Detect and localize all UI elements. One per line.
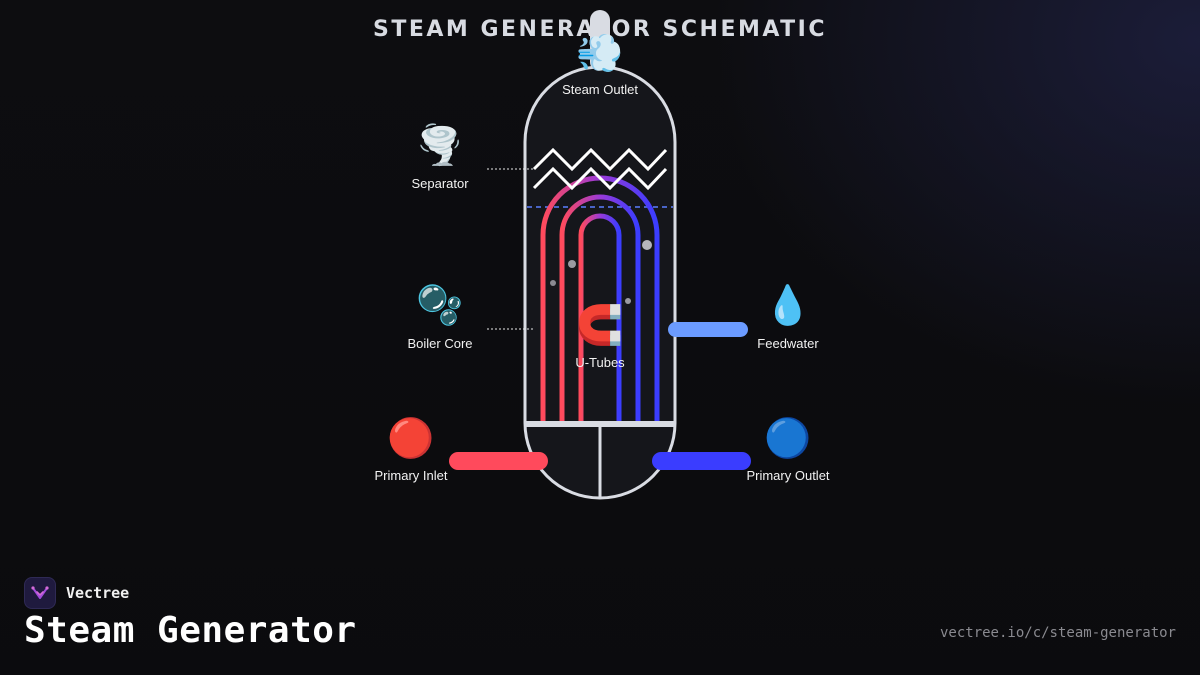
u-tubes-label: U-Tubes <box>575 355 625 370</box>
separator-label: Separator <box>411 176 469 191</box>
steam-puff-icon: 💨 <box>576 31 624 75</box>
steam-outlet-nozzle <box>590 10 610 72</box>
magnet-icon: 🧲 <box>576 303 624 347</box>
bubble <box>642 240 652 250</box>
separator-chevron-bottom <box>532 166 668 191</box>
u-tube-inner <box>578 213 622 423</box>
blue-circle-icon: 🔵 <box>764 416 812 460</box>
bubble <box>625 298 631 304</box>
primary-outlet-pipe <box>652 452 751 470</box>
diagram-title: Steam Generator <box>24 610 357 651</box>
primary-inlet-label: Primary Inlet <box>374 468 448 483</box>
primary-inlet-pipe <box>449 452 548 470</box>
vectree-logo-icon <box>24 577 56 609</box>
red-circle-icon: 🔴 <box>387 416 435 460</box>
source-url[interactable]: vectree.io/c/steam-generator <box>939 625 1176 641</box>
feedwater-pipe <box>668 322 748 337</box>
primary-outlet-label: Primary Outlet <box>746 468 830 483</box>
water-drop-icon: 💧 <box>764 283 812 327</box>
bubbles-icon: 🫧 <box>416 283 464 327</box>
brand: Vectree <box>24 577 129 609</box>
boiler-core-label: Boiler Core <box>407 336 473 351</box>
tornado-icon: 🌪️ <box>416 123 464 167</box>
brand-name: Vectree <box>66 584 130 602</box>
bubble <box>550 280 556 286</box>
bubble <box>568 260 576 268</box>
separator-chevron-top <box>532 147 668 172</box>
steam-outlet-label: Steam Outlet <box>562 82 638 97</box>
feedwater-label: Feedwater <box>757 336 819 351</box>
u-tube-middle <box>559 194 641 423</box>
